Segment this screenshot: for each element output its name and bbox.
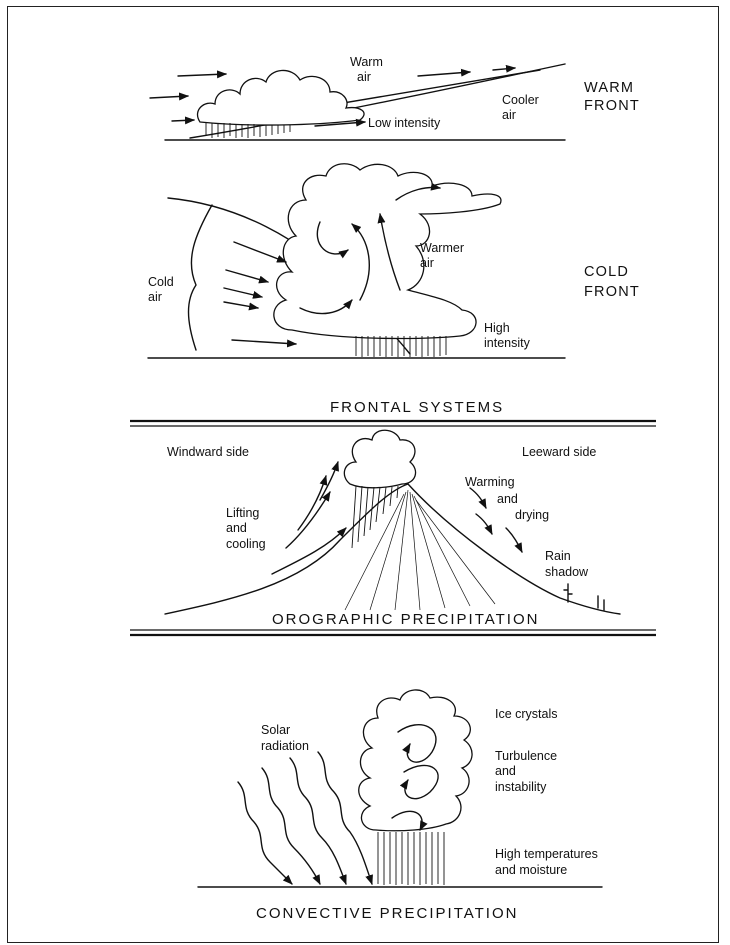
lift-arrow-3	[298, 476, 326, 530]
warm-front-title-1: WARM	[584, 80, 634, 96]
lift-arrow-1	[272, 528, 346, 574]
solar-ray-2	[262, 768, 320, 884]
descent-arrow-3	[506, 528, 522, 552]
convective-caption: CONVECTIVE PRECIPITATION	[256, 905, 518, 922]
rain-shadow-label-1: Rain	[545, 549, 571, 563]
orographic-panel: Windward side Leeward side Lifting and c…	[165, 430, 620, 628]
warm-arrow-3	[172, 120, 194, 121]
cold-arrow-2	[226, 270, 268, 282]
solar-ray-1	[238, 782, 292, 884]
solar-label-1: Solar	[261, 723, 290, 737]
low-intensity-label: Low intensity	[368, 116, 441, 130]
turbulence-label-3: instability	[495, 780, 547, 794]
high-intensity-label-1: High	[484, 321, 510, 335]
descent-arrow-1	[470, 488, 486, 508]
convective-cloud	[359, 690, 472, 831]
mountain-hatching	[345, 490, 495, 610]
warm-front-panel: Warm air Cooler air Low intensity WARM F…	[150, 55, 640, 140]
warm-arrow-5	[493, 68, 515, 70]
high-temp-label-1: High temperatures	[495, 847, 598, 861]
frontal-systems-caption: FRONTAL SYSTEMS	[330, 399, 504, 416]
turbulence-label-1: Turbulence	[495, 749, 557, 763]
solar-ray-3	[290, 758, 346, 884]
cold-air-label-2: air	[148, 290, 162, 304]
orographic-rain	[352, 486, 398, 548]
high-temp-label-2: and moisture	[495, 863, 567, 877]
warm-arrow-1	[178, 74, 226, 76]
lifting-label-3: cooling	[226, 537, 266, 551]
warmer-air-label-2: air	[420, 256, 434, 270]
shrub-icon	[598, 596, 604, 610]
orographic-cloud	[344, 430, 415, 488]
cold-front-title-2: FRONT	[584, 284, 640, 300]
cold-arrow-1	[234, 242, 286, 262]
leeward-label: Leeward side	[522, 445, 596, 459]
cold-front-title-1: COLD	[584, 264, 629, 280]
warming-label-1: Warming	[465, 475, 515, 489]
warmer-air-label-1: Warmer	[420, 241, 464, 255]
warming-label-3: drying	[515, 508, 549, 522]
warm-air-label-1: Warm	[350, 55, 383, 69]
cooler-air-label-1: Cooler	[502, 93, 539, 107]
convective-panel: Solar radiation Ice crystals Turbulence …	[198, 690, 602, 922]
ice-crystals-label: Ice crystals	[495, 707, 558, 721]
warming-label-2: and	[497, 492, 518, 506]
lifting-label-1: Lifting	[226, 506, 259, 520]
cold-arrow-5	[232, 340, 296, 344]
cooler-air-label-2: air	[502, 108, 516, 122]
lift-arrow-2	[286, 492, 330, 548]
cold-front-panel: Cold air Warmer air High intensity COLD …	[148, 164, 640, 416]
warm-front-cloud	[198, 70, 365, 125]
solar-label-2: radiation	[261, 739, 309, 753]
high-intensity-label-2: intensity	[484, 336, 531, 350]
turbulence-label-2: and	[495, 764, 516, 778]
warm-front-title-2: FRONT	[584, 98, 640, 114]
convective-rain	[378, 832, 444, 885]
cold-air-label-1: Cold	[148, 275, 174, 289]
rain-shadow-label-2: shadow	[545, 565, 589, 579]
cold-arrow-3	[224, 288, 262, 297]
warm-air-label-2: air	[357, 70, 371, 84]
windward-label: Windward side	[167, 445, 249, 459]
descent-arrow-2	[476, 514, 492, 534]
warm-arrow-2	[150, 96, 188, 98]
cold-arrow-4	[224, 302, 258, 308]
cold-air-brace	[189, 205, 213, 350]
warm-arrow-4	[418, 72, 470, 76]
orographic-caption: OROGRAPHIC PRECIPITATION	[272, 611, 539, 628]
lifting-label-2: and	[226, 521, 247, 535]
